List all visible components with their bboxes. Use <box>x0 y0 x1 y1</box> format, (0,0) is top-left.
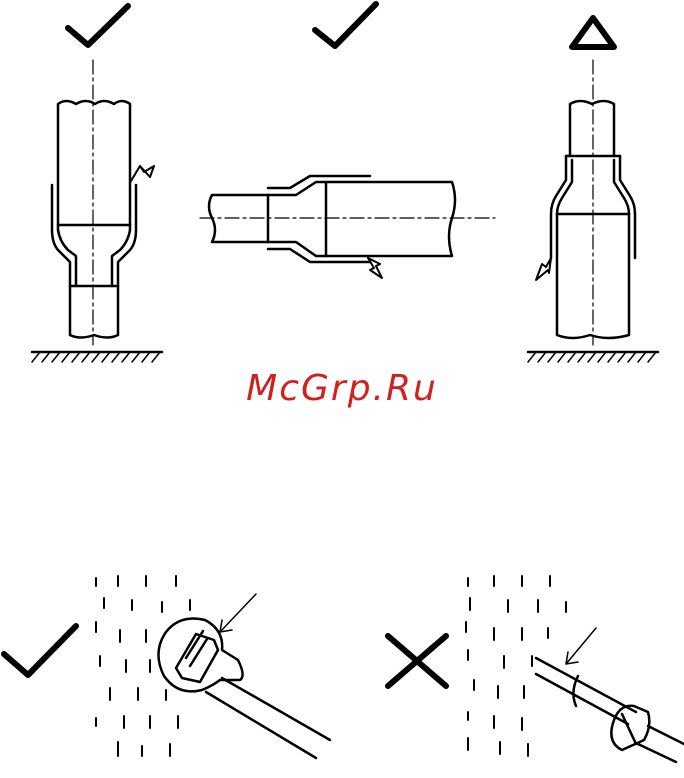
upper-pipe <box>570 101 614 156</box>
figure-4-wrench-correct <box>4 576 330 758</box>
figure-2-horizontal-correct <box>200 4 495 278</box>
hex-nut <box>611 706 649 750</box>
wrench-handle <box>638 726 684 762</box>
pointer-arrow-icon <box>368 258 382 278</box>
check-mark-icon <box>4 626 76 675</box>
pointer-arrow-icon <box>566 628 596 664</box>
coupling-sleeve <box>268 176 370 262</box>
pointer-arrow-icon <box>131 166 154 181</box>
lower-pipe <box>70 286 118 338</box>
watermark-logo: McGrp.Ru <box>0 368 684 409</box>
right-pipe <box>326 182 455 256</box>
pointer-arrow-icon <box>220 594 256 632</box>
hex-nut <box>176 631 218 682</box>
wrench-handle <box>206 678 330 758</box>
cross-mark-icon <box>388 636 446 686</box>
coupling-sleeve <box>52 185 136 286</box>
upper-pipe <box>58 101 130 230</box>
check-mark-icon <box>68 6 128 45</box>
figure-5-wrench-incorrect <box>388 576 684 762</box>
check-mark-icon <box>315 4 376 46</box>
warning-triangle-icon <box>572 18 614 47</box>
pointer-arrow-icon <box>536 258 551 280</box>
figure-3-vertical-warning <box>528 18 658 362</box>
figure-1-vertical-correct <box>32 6 162 362</box>
